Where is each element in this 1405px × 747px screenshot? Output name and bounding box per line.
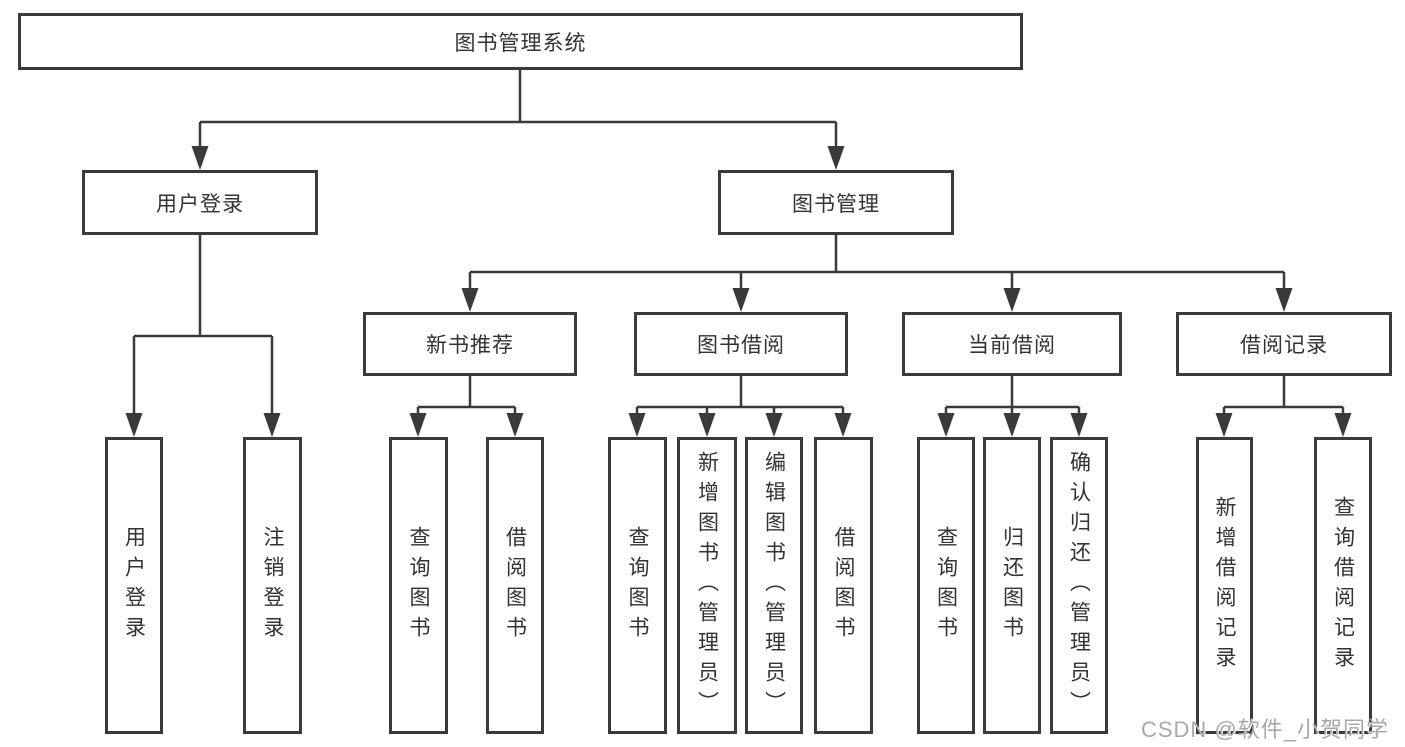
node-new-book-recommend: 新书推荐 (363, 312, 577, 376)
leaf-br-add-borrow-record: 新增借阅记录 (1196, 437, 1253, 734)
leaf-bb-borrow-books-label: 借阅图书 (832, 525, 855, 646)
leaf-nbr-borrow-books-label: 借阅图书 (503, 525, 527, 646)
node-book-borrowing-label: 图书借阅 (697, 334, 785, 357)
node-new-book-recommend-label: 新书推荐 (426, 334, 514, 357)
watermark: CSDN @软件_小贺同学 (1140, 717, 1389, 742)
node-user-login: 用户登录 (82, 170, 318, 235)
connector-paths (132, 70, 1345, 415)
leaf-br-query-borrow-record-label: 查询借阅记录 (1331, 495, 1355, 676)
leaf-user-login-label: 用户登录 (122, 525, 146, 646)
leaf-nbr-borrow-books: 借阅图书 (486, 437, 544, 734)
node-user-login-label: 用户登录 (156, 192, 244, 216)
leaf-cb-query-books-label: 查询图书 (934, 525, 958, 646)
leaf-bb-borrow-books: 借阅图书 (814, 437, 873, 734)
node-current-borrowing-label: 当前借阅 (968, 334, 1056, 357)
node-root-label: 图书管理系统 (454, 31, 587, 55)
node-book-borrowing: 图书借阅 (634, 312, 848, 376)
leaf-nbr-query-books-label: 查询图书 (407, 525, 430, 646)
leaf-user-login: 用户登录 (105, 437, 163, 734)
node-book-management-label: 图书管理 (792, 192, 880, 216)
node-root: 图书管理系统 (18, 13, 1023, 70)
leaf-cb-query-books: 查询图书 (917, 437, 975, 734)
leaf-bb-edit-books-admin: 编辑图书（管理员） (745, 437, 803, 734)
leaf-cb-return-books: 归还图书 (983, 437, 1041, 734)
leaf-cb-return-books-label: 归还图书 (1000, 525, 1024, 646)
leaf-nbr-query-books: 查询图书 (389, 437, 448, 734)
leaf-cb-confirm-return-admin: 确认归还（管理员） (1050, 437, 1108, 734)
node-current-borrowing: 当前借阅 (902, 312, 1122, 376)
leaf-br-add-borrow-record-label: 新增借阅记录 (1213, 495, 1236, 676)
node-book-management: 图书管理 (718, 170, 954, 235)
leaf-bb-add-books-admin-label: 新增图书（管理员） (695, 450, 719, 721)
node-borrowing-records-label: 借阅记录 (1240, 334, 1328, 357)
leaf-bb-add-books-admin: 新增图书（管理员） (677, 437, 737, 734)
leaf-br-query-borrow-record: 查询借阅记录 (1314, 437, 1372, 734)
leaf-logout-label: 注销登录 (261, 525, 284, 646)
leaf-bb-edit-books-admin-label: 编辑图书（管理员） (762, 450, 786, 721)
leaf-bb-query-books-label: 查询图书 (626, 525, 649, 646)
leaf-bb-query-books: 查询图书 (608, 437, 667, 734)
leaf-logout: 注销登录 (243, 437, 302, 734)
node-borrowing-records: 借阅记录 (1176, 312, 1392, 376)
leaf-cb-confirm-return-admin-label: 确认归还（管理员） (1067, 450, 1091, 721)
